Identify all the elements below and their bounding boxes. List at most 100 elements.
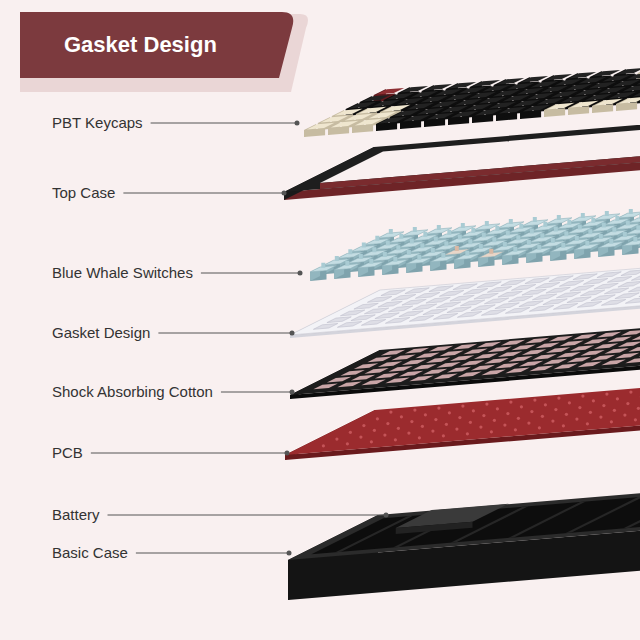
pcb-pad bbox=[533, 398, 536, 401]
switch-stem bbox=[437, 225, 441, 230]
switch-stem bbox=[383, 252, 387, 257]
keycap-top bbox=[523, 105, 551, 112]
foam-hole bbox=[532, 354, 556, 360]
keycap-top bbox=[451, 111, 479, 118]
foam-hole bbox=[399, 371, 423, 377]
foam-hole bbox=[415, 353, 439, 359]
switch-stem bbox=[455, 246, 459, 251]
plate-cutout bbox=[495, 303, 519, 309]
keycap-top bbox=[387, 93, 415, 100]
switch-stem bbox=[623, 232, 627, 237]
switch-stem bbox=[615, 216, 619, 221]
pcb-pad bbox=[544, 403, 547, 406]
title-banner bbox=[20, 12, 293, 78]
foam-hole bbox=[378, 361, 402, 367]
plate-cutout bbox=[487, 287, 511, 293]
foam-hole bbox=[525, 338, 549, 344]
plate-cutout bbox=[549, 276, 573, 282]
pcb-pad bbox=[466, 432, 469, 435]
switch-stem bbox=[345, 261, 349, 266]
foam-hole bbox=[412, 364, 436, 370]
keycap-top bbox=[373, 100, 401, 107]
pcb-pad bbox=[589, 411, 592, 414]
foam-hole bbox=[511, 345, 535, 351]
pcb-pad bbox=[605, 392, 608, 395]
pcb-pad bbox=[359, 435, 362, 438]
switch-stem bbox=[495, 226, 499, 231]
foam-hole bbox=[615, 353, 639, 359]
foam-hole bbox=[327, 377, 351, 383]
switch-stem bbox=[599, 234, 603, 239]
keycap-top bbox=[499, 107, 527, 114]
keycap-top bbox=[619, 97, 640, 104]
plate-cutout bbox=[378, 301, 402, 307]
switch-stem bbox=[609, 239, 613, 244]
switch-stem bbox=[527, 240, 531, 245]
foam-hole bbox=[543, 359, 567, 365]
pcb-pad bbox=[637, 407, 640, 410]
plate-cutout bbox=[477, 282, 501, 288]
plate-cutout bbox=[412, 304, 436, 310]
foam-hole bbox=[381, 350, 405, 356]
pcb-pad bbox=[386, 422, 389, 425]
keycap-top bbox=[517, 88, 545, 95]
case-interior bbox=[311, 472, 640, 555]
keycap-top bbox=[527, 93, 555, 100]
plate-cutout bbox=[511, 285, 535, 291]
plate-cutout bbox=[388, 306, 412, 312]
keycap-top bbox=[475, 109, 503, 116]
switch-stem bbox=[465, 251, 469, 256]
keycap-top bbox=[335, 109, 363, 116]
pcb-pad bbox=[506, 412, 509, 415]
keycap-top bbox=[349, 102, 377, 109]
keycap-set bbox=[304, 42, 640, 137]
foam-hole bbox=[597, 332, 621, 338]
pcb-pad bbox=[568, 401, 571, 404]
foam-hole bbox=[429, 346, 453, 352]
pcb-pad bbox=[482, 414, 485, 417]
pcb-pad bbox=[394, 438, 397, 441]
keycap-top bbox=[489, 102, 517, 109]
pcb-pad bbox=[389, 410, 392, 413]
leader-dot bbox=[285, 451, 290, 456]
switch-stem bbox=[321, 263, 325, 268]
pcb-pad bbox=[373, 429, 376, 432]
plate-cutout bbox=[450, 295, 474, 301]
plate-cutout bbox=[375, 313, 399, 319]
plate-cutout bbox=[505, 308, 529, 314]
foam-hole bbox=[474, 353, 498, 359]
foam-hole bbox=[375, 373, 399, 379]
pcb-pad bbox=[493, 419, 496, 422]
keycap-top bbox=[537, 98, 565, 105]
keycap-top bbox=[507, 83, 535, 90]
plate-cutout bbox=[405, 288, 429, 294]
plate-cutout bbox=[625, 298, 640, 304]
foam-hole bbox=[522, 349, 546, 355]
switch-stem bbox=[639, 214, 640, 219]
plate-cutout bbox=[522, 289, 546, 295]
keycap-top bbox=[459, 87, 487, 94]
plate-cutout bbox=[577, 302, 601, 308]
switch-stem bbox=[561, 243, 565, 248]
keycap-top bbox=[589, 82, 617, 89]
keycap-top bbox=[321, 116, 349, 123]
plate-cutout bbox=[573, 274, 597, 280]
keycap-top bbox=[561, 96, 589, 103]
part-label: Gasket Design bbox=[52, 324, 150, 342]
foam-hole bbox=[625, 358, 640, 364]
plate-cutout bbox=[457, 312, 481, 318]
foam-hole bbox=[594, 343, 618, 349]
foam-hole bbox=[553, 364, 577, 370]
leader-line bbox=[108, 515, 384, 516]
pcb-pad bbox=[442, 434, 445, 437]
switch-stem bbox=[479, 244, 483, 249]
foam-hole bbox=[385, 378, 409, 384]
foam-hole bbox=[567, 357, 591, 363]
pcb-pad bbox=[370, 440, 373, 443]
switch-stem bbox=[444, 241, 448, 246]
foam-hole bbox=[450, 355, 474, 361]
leader-line bbox=[136, 553, 287, 554]
leader-dot bbox=[290, 331, 295, 336]
plate-cutout bbox=[415, 293, 439, 299]
keycap-top bbox=[565, 84, 593, 91]
